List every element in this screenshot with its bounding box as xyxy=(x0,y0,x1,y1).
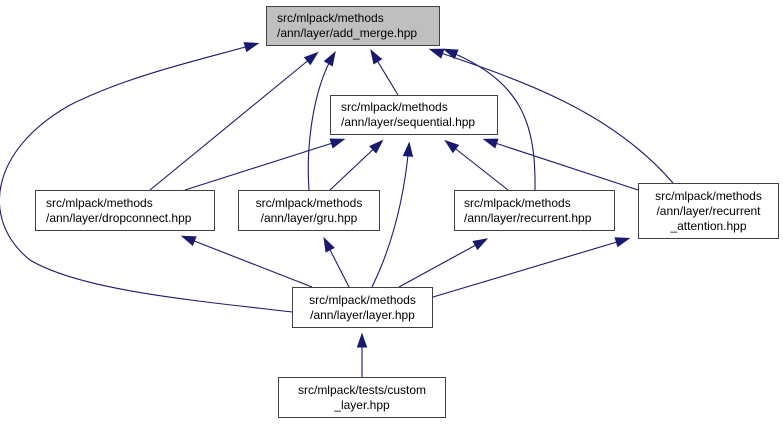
node-label: src/mlpack/tests/custom _layer.hpp xyxy=(297,382,427,412)
node-label: src/mlpack/methods /ann/layer/gru.hpp xyxy=(255,195,363,225)
arrowhead-icon xyxy=(614,237,631,248)
edge-layer-to-dropconnect xyxy=(183,236,313,288)
node-label: src/mlpack/methods /ann/layer/layer.hpp xyxy=(309,292,416,322)
edge-recurrent_attention-to-add_merge xyxy=(431,49,674,184)
edge-layer-to-sequential xyxy=(371,144,410,288)
edge-dropconnect-to-add_merge xyxy=(149,53,317,191)
arrowhead-icon xyxy=(428,48,445,59)
arrowhead-icon xyxy=(482,138,499,149)
edge-layer-to-recurrent xyxy=(398,239,486,288)
arrowhead-icon xyxy=(303,51,319,66)
arrowhead-icon xyxy=(402,141,414,157)
arrowhead-icon xyxy=(472,238,489,251)
arrowhead-icon xyxy=(444,139,460,154)
node-label: src/mlpack/methods /ann/layer/sequential… xyxy=(341,100,476,129)
arrowhead-icon xyxy=(356,332,368,348)
edge-recurrent_attention-to-sequential xyxy=(485,139,639,191)
node-custom-layer[interactable]: src/mlpack/tests/custom _layer.hpp xyxy=(278,377,446,418)
arrowhead-icon xyxy=(370,48,383,65)
edge-gru-to-sequential xyxy=(329,141,382,191)
node-label: src/mlpack/methods /ann/layer/add_merge.… xyxy=(277,11,418,40)
edge-recurrent-to-sequential xyxy=(446,141,509,191)
edge-dropconnect-to-sequential xyxy=(184,139,343,191)
node-layer[interactable]: src/mlpack/methods /ann/layer/layer.hpp xyxy=(292,287,433,328)
arrowhead-icon xyxy=(442,48,459,60)
node-label: src/mlpack/methods /ann/layer/recurrent.… xyxy=(464,195,592,225)
edge-layer-to-add_merge xyxy=(0,43,293,313)
arrowhead-icon xyxy=(329,138,346,149)
edge-gru-to-add_merge xyxy=(307,53,335,191)
node-recurrent-attention[interactable]: src/mlpack/methods /ann/layer/recurrent … xyxy=(638,183,779,239)
node-gru[interactable]: src/mlpack/methods /ann/layer/gru.hpp xyxy=(238,190,380,231)
arrowhead-icon xyxy=(323,50,336,67)
node-label: src/mlpack/methods /ann/layer/dropconnec… xyxy=(46,195,192,225)
node-dropconnect[interactable]: src/mlpack/methods /ann/layer/dropconnec… xyxy=(35,190,215,231)
node-add-merge[interactable]: src/mlpack/methods /ann/layer/add_merge.… xyxy=(266,6,440,46)
arrowhead-icon xyxy=(180,235,197,247)
edge-layer-to-recurrent_attention xyxy=(432,238,628,298)
node-sequential[interactable]: src/mlpack/methods /ann/layer/sequential… xyxy=(330,95,498,135)
arrowhead-icon xyxy=(369,139,384,154)
arrowhead-icon xyxy=(243,42,260,53)
edge-recurrent-to-add_merge xyxy=(445,49,536,191)
node-recurrent[interactable]: src/mlpack/methods /ann/layer/recurrent.… xyxy=(454,190,615,231)
node-label: src/mlpack/methods /ann/layer/recurrent … xyxy=(655,188,762,233)
arrowhead-icon xyxy=(323,236,335,253)
